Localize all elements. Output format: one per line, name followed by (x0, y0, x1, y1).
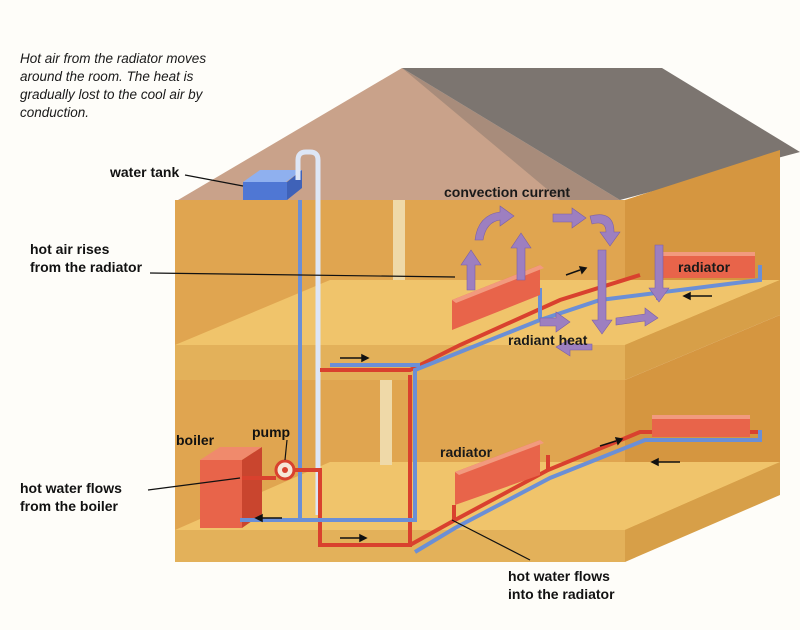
label-convection-current: convection current (444, 184, 571, 200)
label-hot-air-rises-line2: from the radiator (30, 259, 143, 275)
label-hot-water-into-radiator-line1: hot water flows (508, 568, 610, 584)
label-hot-air-rises-line1: hot air rises (30, 241, 110, 257)
diagram-caption: Hot air from the radiator moves around t… (20, 51, 207, 120)
pump (274, 459, 296, 481)
radiator-upper-right (660, 252, 755, 278)
label-water-tank: water tank (110, 164, 180, 180)
lower-storey (175, 315, 780, 562)
radiator-lower-right (652, 415, 750, 437)
flow-direction-arrows (254, 266, 712, 543)
label-radiator-lower: radiator (440, 444, 493, 460)
label-hot-water-from-boiler-line1: hot water flows (20, 480, 122, 496)
boiler (200, 447, 262, 528)
label-pump: pump (252, 424, 291, 440)
label-boiler: boiler (176, 432, 215, 448)
label-radiator-upper: radiator (678, 259, 731, 275)
house-roof (178, 68, 800, 200)
radiator-lower-left (455, 440, 544, 505)
convection-arrows (460, 205, 670, 357)
water-tank (243, 149, 321, 520)
label-hot-water-into-radiator-line2: into the radiator (508, 586, 615, 602)
label-hot-water-from-boiler-line2: from the boiler (20, 498, 119, 514)
label-radiant-heat: radiant heat (508, 332, 588, 348)
leader-lines (147, 174, 531, 561)
